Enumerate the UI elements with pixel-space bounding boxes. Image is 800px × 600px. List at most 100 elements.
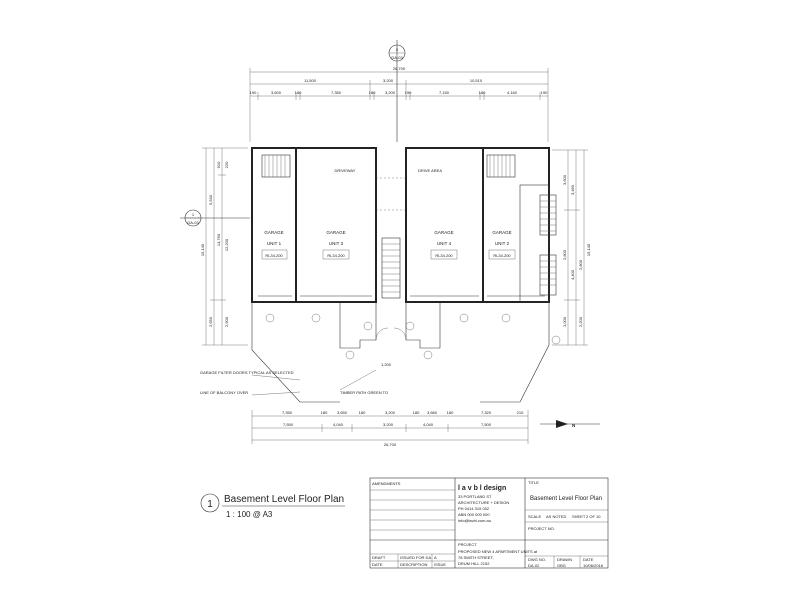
left-dim: 5,540 — [208, 194, 213, 205]
note-balcony: LINE OF BALCONY OVER — [200, 390, 248, 395]
top-dim-c: 10,510 — [470, 78, 483, 83]
title-label: TITLE — [528, 480, 539, 485]
firm-name: l a v b l design — [458, 485, 506, 492]
sheet-label: SHEET — [572, 514, 586, 519]
room-unit: UNIT 4 — [437, 241, 452, 246]
project-line: 78 SMITH STREET, — [458, 555, 494, 560]
drawn-value: GBG — [557, 563, 566, 568]
right-dim: 2,800 — [578, 259, 583, 270]
dwg-no-value: DA-02 — [528, 563, 540, 568]
section-left-sheet: DA-03 — [187, 220, 199, 225]
drawing-scale-text: 1 : 100 @ A3 — [226, 510, 273, 519]
driveway-label-right: DRIVE AREA — [418, 168, 442, 173]
bottom-dim-overall: 26,700 — [384, 442, 397, 447]
top-dim-r3: 180 — [479, 90, 486, 95]
top-dim-r3: 190 — [541, 90, 548, 95]
note-timber-path: TIMBER PATH GREEN TO — [340, 390, 388, 395]
title-value: Basement Level Floor Plan — [530, 496, 602, 502]
amend-desc: ISSUED FOR DA — [400, 555, 431, 560]
room-unit-1: GARAGE UNIT 1 RL34.200 — [261, 230, 288, 260]
bottom-dim-r1: 7,350 — [282, 410, 293, 415]
top-dim-r3: 190 — [250, 90, 257, 95]
north-arrow-icon: N — [540, 420, 600, 428]
amend-issue: A — [434, 555, 437, 560]
room-unit-2: GARAGE UNIT 2 RL34.200 — [488, 230, 516, 260]
top-dim-overall: 26,700 — [393, 66, 406, 71]
firm-line: PH 0414 315 002 — [458, 506, 490, 511]
drawn-label: DRAWN — [557, 557, 572, 562]
col-description: DESCRIPTION — [400, 562, 427, 567]
bottom-dim-r1: 7,320 — [481, 410, 492, 415]
section-marker-top: 2 DA-03 — [388, 40, 406, 142]
date-label: DATE — [583, 557, 594, 562]
top-dim-r3: 3,600 — [271, 90, 282, 95]
driveway-markings: DRIVEWAY DRIVE AREA — [335, 168, 442, 211]
drawing-title: 1 Basement Level Floor Plan 1 : 100 @ A3 — [200, 493, 345, 519]
left-dim: 610 — [216, 161, 221, 168]
right-dim: 2,200 — [578, 316, 583, 327]
right-dim: 4,400 — [570, 269, 575, 280]
left-dim: 220 — [224, 161, 229, 168]
drawing-title-text: Basement Level Floor Plan — [224, 494, 344, 505]
room-unit-3: GARAGE UNIT 3 RL34.200 — [322, 230, 350, 260]
right-dim: 3,600 — [562, 174, 567, 185]
top-dim-r3: 180 — [295, 90, 302, 95]
note-dim: 1,200 — [381, 362, 392, 367]
scale-value: AS NOTED — [546, 514, 567, 519]
building-walls — [251, 147, 550, 303]
title-block: AMENDMENTS DRAFT ISSUED FOR DA A DATE DE… — [369, 477, 609, 569]
bottom-dimensions: 7,350 180 3,650 180 3,200 180 3,660 180 … — [251, 410, 529, 447]
section-top-sheet: DA-03 — [391, 55, 403, 60]
top-dim-b: 3,200 — [383, 78, 394, 83]
right-dim: 3,460 — [570, 184, 575, 195]
entry-area — [251, 302, 561, 403]
firm-line: ABN 000 000 000 — [458, 512, 490, 517]
right-dim: 15,140 — [586, 243, 591, 256]
section-top-number: 2 — [396, 47, 399, 52]
col-date: DATE — [372, 562, 383, 567]
room-labels: GARAGE UNIT 1 RL34.200 GARAGE UNIT 3 RL3… — [261, 230, 516, 260]
bottom-dim-r1: 210 — [517, 410, 524, 415]
firm-line: 33 PORTLAND ST — [458, 494, 492, 499]
date-value: 10/06/2016 — [583, 563, 604, 568]
top-dim-r3: 180 — [369, 90, 376, 95]
north-label: N — [572, 423, 575, 428]
dwg-no-label: DWG NO. — [528, 557, 546, 562]
top-dimensions: 26,700 11,500 3,200 10,510 190 3,600 180… — [250, 66, 549, 142]
bottom-dim-r1: 3,200 — [385, 410, 396, 415]
left-dim: 2,900 — [224, 316, 229, 327]
bottom-dim-r2: 4,040 — [333, 422, 344, 427]
stair-details — [261, 154, 557, 299]
driveway-label-left: DRIVEWAY — [335, 168, 356, 173]
left-dim: 15,140 — [200, 243, 205, 256]
bottom-dim-r2: 3,200 — [383, 422, 394, 427]
left-dim: 12,200 — [224, 238, 229, 251]
top-dim-r3: 3,200 — [385, 90, 396, 95]
project-no-label: PROJECT NO. — [528, 526, 555, 531]
room-name: GARAGE — [434, 230, 453, 235]
right-dim: 1,000 — [562, 316, 567, 327]
amendments-label: AMENDMENTS — [372, 481, 401, 486]
drawing-number: 1 — [207, 499, 213, 510]
bottom-dim-r2: 7,550 — [283, 422, 294, 427]
room-unit: UNIT 1 — [267, 241, 282, 246]
room-name: GARAGE — [492, 230, 511, 235]
right-dimensions: 3,600 2,800 15,140 2,800 3,460 4,400 1,0… — [552, 149, 591, 346]
project-line: DRUM HILL 2152 — [458, 561, 490, 566]
project-label: PROJECT — [458, 542, 477, 547]
plan-notes: GARAGE FILTER DOORS TYPICAL AS SELECTED … — [200, 362, 392, 396]
right-dim: 2,800 — [562, 249, 567, 260]
room-name: GARAGE — [264, 230, 283, 235]
bottom-dim-r1: 180 — [413, 410, 420, 415]
bottom-dim-r1: 3,660 — [427, 410, 438, 415]
sheet-value: 2 OF 10 — [586, 514, 601, 519]
left-dimensions: 15,140 5,540 2,650 14,760 12,200 2,900 2… — [200, 147, 248, 346]
bottom-dim-r1: 3,650 — [337, 410, 348, 415]
col-issue: ISSUE — [434, 562, 446, 567]
left-dim: 14,760 — [216, 233, 221, 246]
bottom-dim-r1: 180 — [447, 410, 454, 415]
top-dim-r3: 7,150 — [439, 90, 450, 95]
bottom-dim-r1: 180 — [321, 410, 328, 415]
room-unit: UNIT 2 — [495, 241, 510, 246]
bottom-dim-r2: 4,040 — [423, 422, 434, 427]
